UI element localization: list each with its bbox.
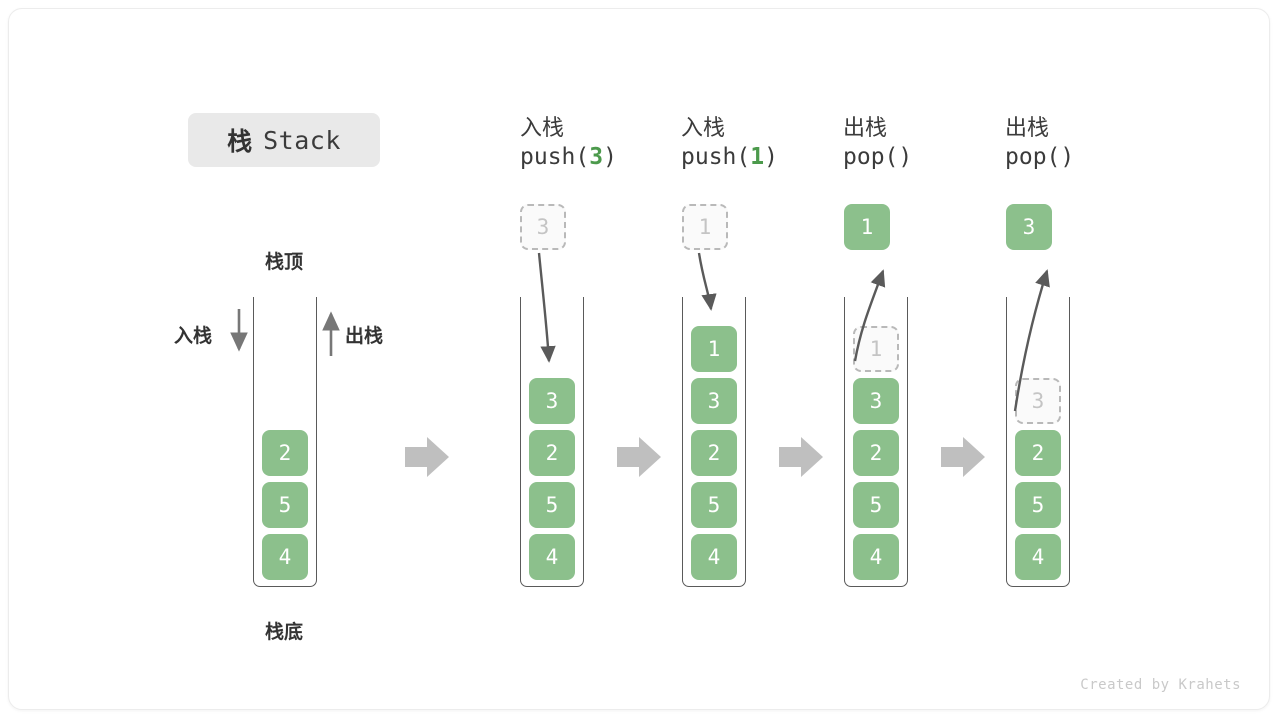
- popped-element-3: 3: [1006, 204, 1052, 250]
- column-header-push-1-cn: 入栈: [681, 115, 726, 140]
- step-separator-arrow: [617, 437, 661, 477]
- stack-top-label: 栈顶: [264, 252, 303, 273]
- stack-cell: 5: [853, 482, 899, 528]
- stack-cell: 5: [262, 482, 308, 528]
- stack-cell-removed: 1: [853, 326, 899, 372]
- stack-cell: 5: [691, 482, 737, 528]
- push-3-code-suffix: ): [603, 144, 617, 171]
- diagram-card: 栈 Stack 入栈 push(3) 入栈 push(1) 出栈 pop() 出…: [8, 8, 1270, 710]
- stack-slots-push-3: 4 5 2 3: [520, 375, 584, 583]
- push-3-argument: 3: [589, 144, 604, 171]
- stack-cell: 3: [529, 378, 575, 424]
- stack-cell: 2: [853, 430, 899, 476]
- push-1-code-prefix: push(: [681, 144, 751, 171]
- stack-cell: 4: [262, 534, 308, 580]
- column-header-pop-3: 出栈 pop(): [997, 113, 1187, 172]
- stack-slots-push-1: 4 5 2 3 1: [682, 323, 746, 583]
- stack-column-initial: 4 5 2: [253, 297, 317, 587]
- stack-cell-removed: 3: [1015, 378, 1061, 424]
- pop-direction-label: 出栈: [345, 326, 384, 347]
- column-header-pop-1-cn: 出栈: [843, 115, 888, 140]
- column-header-pop-3-code: pop(): [1005, 144, 1075, 171]
- incoming-element-3: 3: [520, 204, 566, 250]
- column-header-push-3-cn: 入栈: [520, 115, 565, 140]
- page-title-en: Stack: [263, 125, 341, 155]
- stack-container-push-1: [682, 297, 746, 587]
- stack-cell: 4: [691, 534, 737, 580]
- stack-cell: 2: [1015, 430, 1061, 476]
- stack-cell: 4: [529, 534, 575, 580]
- stack-slots-initial: 4 5 2: [253, 427, 317, 583]
- stack-cell: 3: [853, 378, 899, 424]
- push-3-code-prefix: push(: [520, 144, 590, 171]
- stack-column-push-3: 4 5 2 3: [520, 297, 584, 587]
- stack-slots-pop-3: 4 5 2 3: [1006, 375, 1070, 583]
- stack-cell: 3: [691, 378, 737, 424]
- step-separator-arrow: [405, 437, 449, 477]
- stack-bottom-label: 栈底: [264, 622, 303, 643]
- diagram-title-chip: 栈 Stack: [188, 113, 380, 167]
- push-1-code-suffix: ): [764, 144, 778, 171]
- stack-cell: 1: [691, 326, 737, 372]
- stack-column-pop-1: 4 5 2 3 1: [844, 297, 908, 587]
- push-direction-label: 入栈: [174, 326, 213, 347]
- stack-cell: 4: [853, 534, 899, 580]
- column-header-push-1-code: push(1): [673, 142, 863, 172]
- push-1-argument: 1: [750, 144, 765, 171]
- page-title-cn: 栈: [227, 128, 254, 156]
- stack-container-pop-3: [1006, 297, 1070, 587]
- credit-footer: Created by Krahets: [1080, 677, 1241, 693]
- stack-container-pop-1: [844, 297, 908, 587]
- step-separator-arrow: [779, 437, 823, 477]
- stack-cell: 2: [262, 430, 308, 476]
- incoming-element-1: 1: [682, 204, 728, 250]
- stack-slots-pop-1: 4 5 2 3 1: [844, 323, 908, 583]
- stack-column-push-1: 4 5 2 3 1: [682, 297, 746, 587]
- column-header-pop-3-cn: 出栈: [1005, 115, 1050, 140]
- column-header-push-1: 入栈 push(1): [673, 113, 863, 172]
- stack-cell: 5: [529, 482, 575, 528]
- column-header-pop-1-code: pop(): [843, 144, 913, 171]
- column-header-push-3: 入栈 push(3): [512, 113, 702, 172]
- stack-container-initial: [253, 297, 317, 587]
- stack-cell: 4: [1015, 534, 1061, 580]
- column-header-push-3-code: push(3): [512, 142, 702, 172]
- stack-cell: 2: [691, 430, 737, 476]
- step-separator-arrow: [941, 437, 985, 477]
- popped-element-1: 1: [844, 204, 890, 250]
- stack-column-pop-3: 4 5 2 3: [1006, 297, 1070, 587]
- diagram-stage: 栈 Stack 入栈 push(3) 入栈 push(1) 出栈 pop() 出…: [9, 9, 1271, 711]
- stack-container-push-3: [520, 297, 584, 587]
- column-header-pop-1: 出栈 pop(): [835, 113, 1025, 172]
- stack-cell: 2: [529, 430, 575, 476]
- stack-cell: 5: [1015, 482, 1061, 528]
